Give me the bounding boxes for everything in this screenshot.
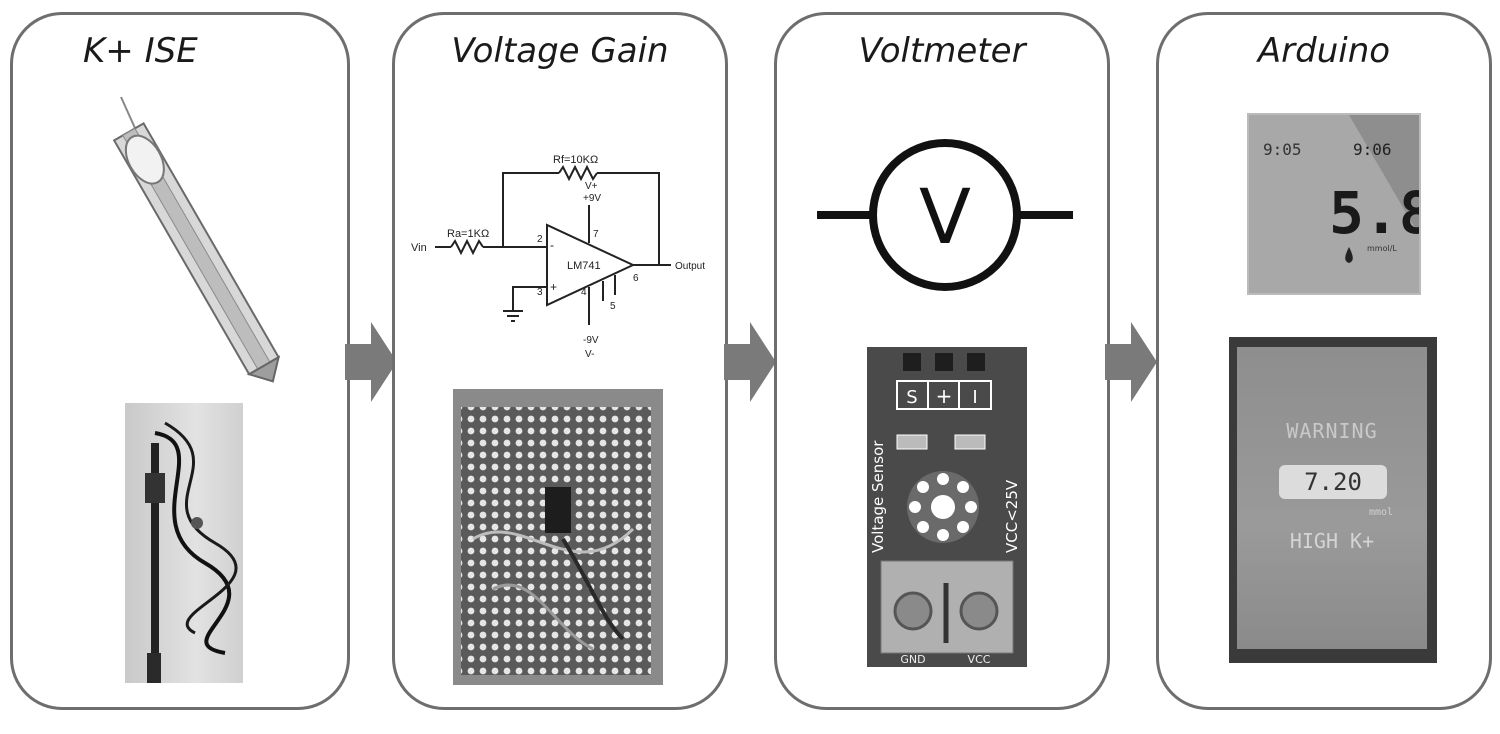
- panel-title: Arduino: [1257, 31, 1391, 71]
- plus-input-label: +: [550, 280, 557, 294]
- perfboard-photo: [453, 389, 663, 685]
- pin-i-label: I: [972, 387, 977, 408]
- rf-label: Rf=10KΩ: [553, 154, 598, 166]
- panel-k-ise: K+ ISE: [10, 12, 350, 710]
- chip-label: LM741: [567, 260, 601, 272]
- lcd-warning-text: WARNING: [1286, 419, 1378, 443]
- flow-arrow-3: [1105, 322, 1157, 402]
- lcd-unit: mmol: [1369, 507, 1394, 518]
- sensor-left-label: Voltage Sensor: [869, 440, 887, 553]
- pin-5-label: 5: [610, 301, 616, 312]
- pin-3-label: 3: [537, 287, 543, 298]
- panel-voltage-gain: Voltage Gain Rf=10KΩ Vin Ra=1KΩ LM741 - …: [392, 12, 728, 710]
- voltmeter-symbol: V: [817, 139, 1073, 291]
- flow-arrow-2: [724, 322, 776, 402]
- voltage-sensor-photo: S + I Voltage Sensor VCC<25V GND VCC: [867, 347, 1027, 667]
- pin-4-label: 4: [581, 287, 587, 298]
- meter-reading: 5.8: [1329, 179, 1419, 247]
- lcd-value-box: 7.20: [1279, 465, 1387, 499]
- flow-arrow-1: [345, 322, 397, 402]
- vminus-value: -9V: [583, 335, 599, 346]
- sensor-right-label: VCC<25V: [1003, 479, 1021, 553]
- meter-time-2: 9:06: [1353, 140, 1392, 159]
- panel-arduino: Arduino 9:05 9:06 5.8 mmol/L WARNING 7.2…: [1156, 12, 1492, 710]
- ise-photo: [125, 403, 243, 683]
- meter-unit: mmol/L: [1367, 244, 1397, 253]
- lcd-screen: WARNING 7.20 mmol HIGH K+: [1237, 347, 1427, 649]
- op-amp-circuit-diagram: Rf=10KΩ Vin Ra=1KΩ LM741 - + 2 3 V+ +9V …: [411, 154, 705, 360]
- vcc-label: VCC: [968, 653, 991, 666]
- output-label: Output: [675, 261, 705, 272]
- panel-voltmeter: Voltmeter V S + I: [774, 12, 1110, 710]
- ra-label: Ra=1KΩ: [447, 228, 489, 240]
- tft-lcd-photo: WARNING 7.20 mmol HIGH K+: [1229, 337, 1437, 663]
- panel-title: K+ ISE: [83, 31, 198, 71]
- vin-label: Vin: [411, 242, 427, 254]
- lcd-status: HIGH K+: [1289, 529, 1375, 553]
- voltmeter-letter: V: [919, 172, 971, 261]
- pin-7-label: 7: [593, 229, 599, 240]
- meter-time-1: 9:05: [1263, 140, 1302, 159]
- lcd-value: 7.20: [1304, 468, 1362, 496]
- pin-plus-label: +: [936, 384, 953, 408]
- panel-title: Voltage Gain: [451, 31, 669, 71]
- drop-icon: [1345, 247, 1353, 263]
- glucometer-display-photo: 9:05 9:06 5.8 mmol/L: [1247, 113, 1421, 295]
- vplus-value: +9V: [583, 193, 601, 204]
- minus-input-label: -: [550, 238, 554, 252]
- pin-2-label: 2: [537, 234, 543, 245]
- pin-6-label: 6: [633, 273, 639, 284]
- gnd-label: GND: [900, 653, 925, 666]
- vplus-label: V+: [585, 181, 598, 192]
- vminus-label: V-: [585, 349, 594, 360]
- pin-s-label: S: [906, 387, 917, 408]
- ise-electrode-drawing: [112, 96, 281, 383]
- panel-title: Voltmeter: [858, 31, 1026, 71]
